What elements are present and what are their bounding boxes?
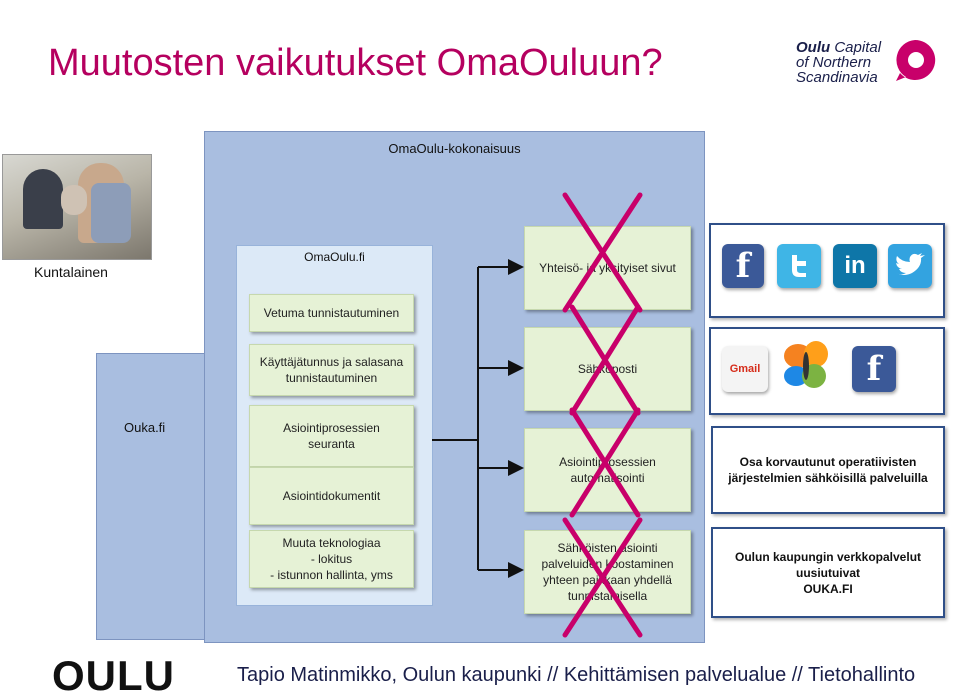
process-tracking-box: Asiointiprosessien seuranta	[249, 405, 414, 467]
city-logo-text: Oulu Capital of Northern Scandinavia	[796, 40, 881, 85]
msn-butterfly-icon	[780, 340, 836, 392]
users-at-computer-photo	[2, 154, 152, 260]
twitter-icon	[777, 244, 821, 288]
logo-line-3: Scandinavia	[796, 70, 881, 85]
connector-arrows	[430, 255, 530, 595]
omaoulu-container-title: OmaOulu-kokonaisuus	[204, 141, 705, 156]
technology-box: Muuta teknologiaa - lokitus - istunnon h…	[249, 530, 414, 588]
oulu-logo-wordmark: OULU	[52, 652, 175, 700]
person-face-shape	[61, 185, 87, 215]
logo-line-2: of Northern	[796, 55, 881, 70]
ouka-label: Ouka.fi	[124, 420, 165, 435]
footer-text: Tapio Matinmikko, Oulun kaupunki // Kehi…	[237, 664, 915, 687]
slide-title: Muutosten vaikutukset OmaOuluun?	[48, 42, 663, 85]
facebook-icon: f	[852, 346, 896, 392]
monitor-shape	[23, 169, 63, 229]
web-services-note: Oulun kaupungin verkkopalvelut uusiutuiv…	[711, 527, 945, 618]
cancel-crosses	[520, 185, 700, 645]
omaoulu-fi-title: OmaOulu.fi	[236, 250, 433, 264]
linkedin-icon: in	[833, 244, 877, 288]
kuntalainen-label: Kuntalainen	[34, 264, 108, 280]
gmail-icon: Gmail	[722, 346, 768, 392]
twitter-bird-icon	[888, 244, 932, 288]
person-shirt-shape	[91, 183, 131, 243]
speech-bubble-logo-icon	[892, 37, 938, 83]
documents-box: Asiointidokumentit	[249, 467, 414, 525]
vetuma-box: Vetuma tunnistautuminen	[249, 294, 414, 332]
facebook-icon: f	[722, 244, 764, 288]
login-box: Käyttäjätunnus ja salasana tunnistautumi…	[249, 344, 414, 396]
operative-systems-note: Osa korvautunut operatiivisten järjestel…	[711, 426, 945, 514]
